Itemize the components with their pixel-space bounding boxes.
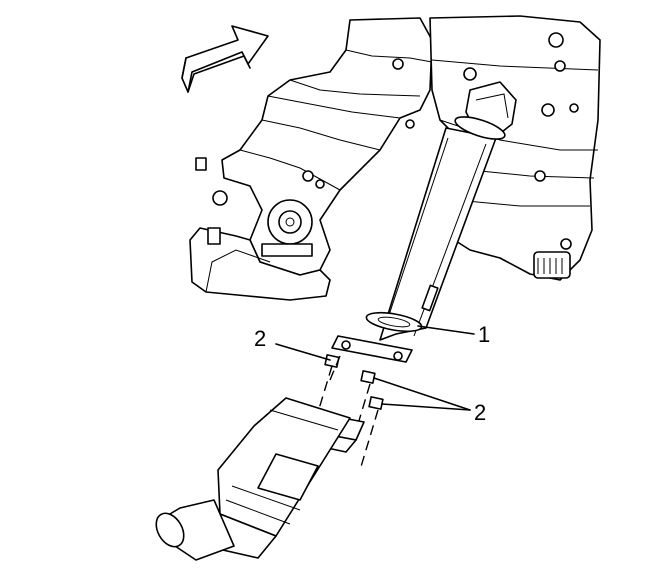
pipe-flange [331,335,413,363]
catalytic-converter [155,397,365,561]
callout-1: 1 [478,322,490,347]
flange-gasket [365,311,423,333]
leader-lines [275,325,475,411]
flange-nuts [324,354,384,410]
callout-2-right: 2 [474,400,486,425]
callout-2-left: 2 [254,326,266,351]
front-of-vehicle-arrow-icon [181,25,269,93]
transmission-engine-assembly [189,15,601,301]
